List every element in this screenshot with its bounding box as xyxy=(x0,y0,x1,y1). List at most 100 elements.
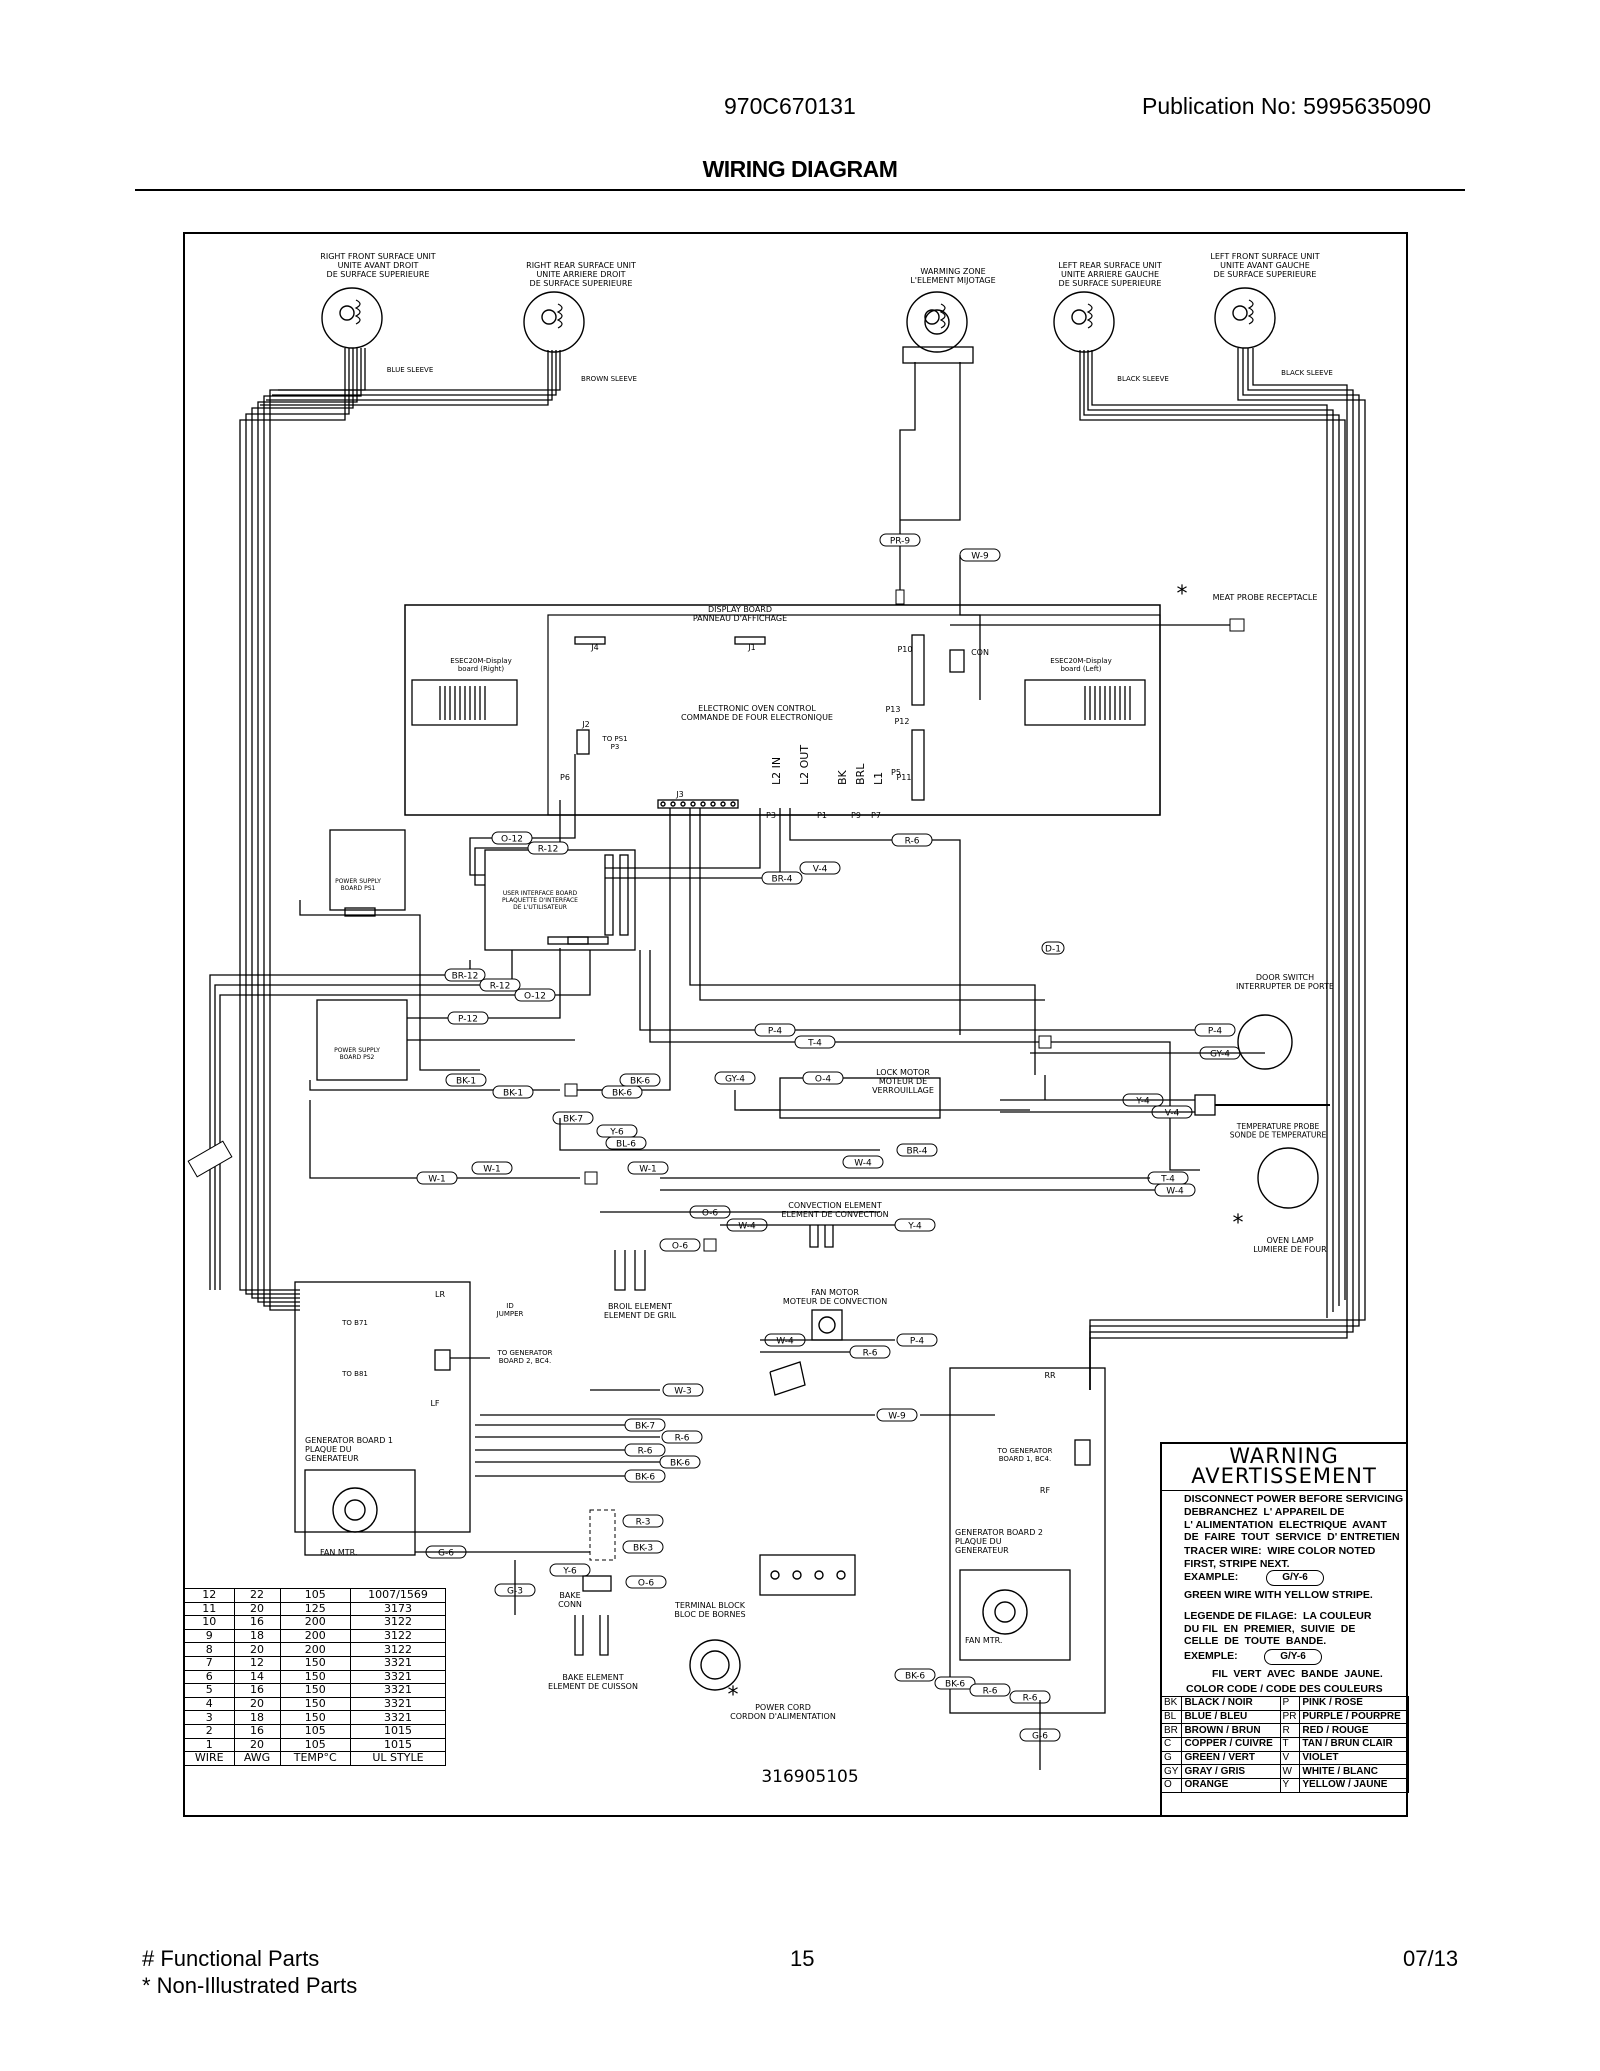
wire-spec-cell: 1015 xyxy=(349,1737,447,1753)
wire-tag-outline xyxy=(605,1136,647,1150)
wire-tag-outline xyxy=(1194,1023,1236,1037)
broil-label: BROIL ELEMENT xyxy=(608,1302,672,1311)
uib-connector-p4 xyxy=(567,936,609,945)
warning-box: WARNING AVERTISSEMENT DISCONNECT POWER B… xyxy=(1160,1442,1409,1817)
wire-tag: BR-12 xyxy=(452,972,479,982)
burner-coil-icon xyxy=(1086,303,1093,329)
fan-mtr-label: FAN MTR. xyxy=(320,1548,357,1557)
gen2-fan-hub xyxy=(994,1601,1016,1623)
generator-board-1-label: GENERATEUR xyxy=(305,1454,359,1463)
surface-unit-label: WARMING ZONE xyxy=(920,267,985,276)
title-rule xyxy=(135,189,1465,191)
wire-spec-header-cell: TEMP°C xyxy=(279,1751,351,1766)
tracer-wire-note: TRACER WIRE: WIRE COLOR NOTED FIRST, STR… xyxy=(1184,1545,1376,1570)
wire-tag: BK-7 xyxy=(635,1422,655,1432)
wire-spec-cell: 6 xyxy=(184,1669,235,1685)
wire-tag-outline xyxy=(552,1111,594,1125)
power-cord-label: POWER CORD xyxy=(755,1703,811,1712)
uib-connector-p2 xyxy=(619,854,629,936)
wire-tag: Y-6 xyxy=(562,1567,577,1577)
eoc-pin-label: L2 IN xyxy=(770,757,783,785)
wire-tag: BK-6 xyxy=(670,1459,690,1469)
fan-motor-body xyxy=(811,1309,843,1341)
connector-label: P9 xyxy=(851,811,861,820)
wire-tag-outline xyxy=(1041,941,1065,955)
wire-tag-outline xyxy=(549,1563,591,1577)
fan-motor-label: MOTEUR DE CONVECTION xyxy=(783,1297,887,1306)
door-switch xyxy=(1237,1014,1293,1070)
wire-tag-outline xyxy=(802,1071,844,1085)
display-board-label: DISPLAY BOARD xyxy=(708,605,772,614)
wire-tag-outline xyxy=(659,1238,701,1252)
wire-tag: W-1 xyxy=(428,1175,446,1185)
wire-spec-cell: 3321 xyxy=(349,1710,447,1725)
color-code-cell: BROWN / BRUN xyxy=(1181,1723,1281,1739)
wire-tag: W-1 xyxy=(639,1165,657,1175)
terminal-block-label: TERMINAL BLOCK xyxy=(674,1601,746,1610)
wire-tag-outline xyxy=(896,1333,938,1347)
connector-pin xyxy=(730,801,736,807)
wire-tag-outline xyxy=(627,1161,669,1175)
harness-wire xyxy=(257,348,358,1303)
wire-spec-cell: 20 xyxy=(233,1737,281,1753)
publication-number: Publication No: 5995635090 xyxy=(1142,93,1432,119)
wire-tag: BK-6 xyxy=(612,1089,632,1099)
color-code-title: COLOR CODE / CODE DES COULEURS xyxy=(1186,1683,1383,1695)
wire-spec-cell: 105 xyxy=(279,1737,351,1753)
lock-motor-label: LOCK MOTOR xyxy=(876,1068,930,1077)
footer-date: 07/13 xyxy=(1403,1946,1459,1971)
wire-spec-cell: 200 xyxy=(279,1642,351,1657)
harness-wire xyxy=(1089,348,1366,1390)
surface-unit-label: LEFT REAR SURFACE UNIT xyxy=(1058,261,1162,270)
wire-spec-cell: 105 xyxy=(279,1723,351,1739)
wire-tag: R-6 xyxy=(638,1447,653,1457)
fan-mtr-label: FAN MTR. xyxy=(965,1636,1002,1645)
wire-tag-outline xyxy=(879,533,921,547)
color-code-cell: W xyxy=(1279,1764,1301,1780)
color-code-cell: VIOLET xyxy=(1299,1750,1409,1766)
harness-wire xyxy=(278,350,561,391)
harness-wire xyxy=(263,348,362,1307)
harness-wire xyxy=(1089,348,1360,1390)
color-code-cell: BLUE / BLEU xyxy=(1181,1709,1281,1725)
connector-pin xyxy=(720,801,726,807)
wire-tag-outline xyxy=(622,1514,664,1528)
generator-board-1-label: GENERATOR BOARD 1 xyxy=(305,1436,393,1445)
wire-spec-cell: 150 xyxy=(279,1683,351,1698)
wire-tag-outline xyxy=(619,1073,661,1087)
sleeve-label: BLACK SLEEVE xyxy=(1117,375,1169,383)
sleeve-label: BLUE SLEEVE xyxy=(387,366,434,374)
terminal-screw xyxy=(836,1570,846,1580)
gen1-fan-hub xyxy=(344,1499,366,1521)
wire-line xyxy=(299,900,480,1071)
color-code-cell: COPPER / CUIVRE xyxy=(1181,1737,1281,1752)
color-code-cell: BLACK / NOIR xyxy=(1181,1696,1281,1711)
wire-tag-outline xyxy=(416,1171,458,1185)
wire-tag-outline xyxy=(622,1540,664,1554)
surface-unit-label: RIGHT REAR SURFACE UNIT xyxy=(526,261,636,270)
terminal-screw xyxy=(792,1570,802,1580)
wire-tag-outline xyxy=(761,871,803,885)
harness-wire xyxy=(1091,350,1328,1318)
wire-spec-cell: 12 xyxy=(233,1655,281,1671)
wire-line xyxy=(699,808,1045,1001)
color-code-cell: GRAY / GRIS xyxy=(1181,1764,1281,1780)
surface-unit-label: UNITE AVANT DROIT xyxy=(338,261,419,270)
wire-spec-header-cell: UL STYLE xyxy=(349,1751,447,1766)
page-title: WIRING DIAGRAM xyxy=(702,156,898,182)
color-code-cell: WHITE / BLANC xyxy=(1299,1764,1409,1780)
wire-tag-outline xyxy=(876,1408,918,1422)
bake-connector xyxy=(582,1575,612,1592)
harness-wire xyxy=(251,348,354,1299)
example-meaning: GREEN WIRE WITH YELLOW STRIPE. xyxy=(1184,1589,1373,1601)
terminal-screw xyxy=(770,1570,780,1580)
wire-spec-cell: 200 xyxy=(279,1615,351,1630)
connector-label: P3 xyxy=(766,811,776,820)
surface-unit-label: DE SURFACE SUPERIEURE xyxy=(327,270,430,279)
wire-spec-cell: 200 xyxy=(279,1628,351,1644)
wire-tag: BK-6 xyxy=(635,1473,655,1483)
wire-spec-cell: 5 xyxy=(184,1683,235,1698)
wire-line xyxy=(605,808,761,869)
burner-coil-icon xyxy=(939,303,946,329)
wire-spec-header-cell: WIRE xyxy=(184,1751,235,1766)
